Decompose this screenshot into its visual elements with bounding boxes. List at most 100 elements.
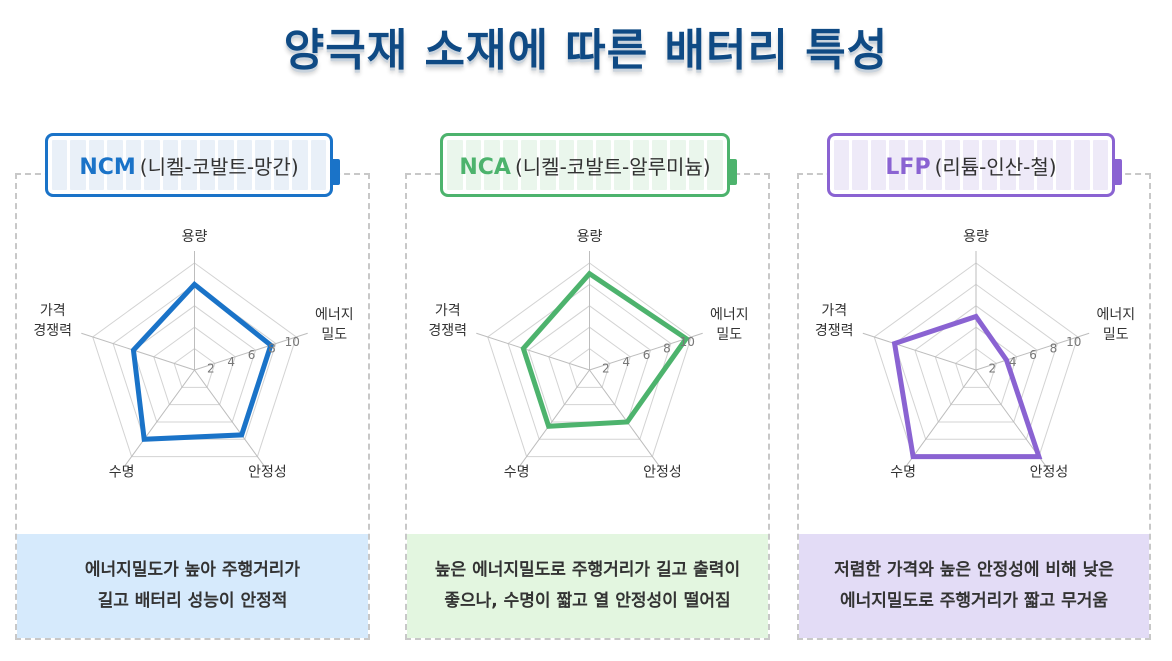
radar-tick-label: 10 [680,335,695,349]
battery-cell [144,140,160,190]
battery-cell [162,140,179,190]
radar-axis-line [476,332,590,371]
description-line: 좋으나, 수명이 짧고 열 안정성이 떨어짐 [444,591,731,611]
radar-tick-label: 4 [1009,355,1017,369]
radar-grid-ring [153,326,236,406]
battery-cell [465,140,482,190]
battery-cell [707,140,723,190]
material-name: (니켈-코발트-망간) [139,154,299,179]
material-code: LFP [885,154,931,180]
description-line: 길고 배터리 성능이 안정적 [97,591,288,611]
radar-tick-label: 8 [663,342,671,356]
radar-axis-label: 용량 [577,229,603,245]
battery-cells [447,140,723,190]
radar-axis-line [124,369,195,467]
radar-axis-label: 수명 [890,465,916,481]
battery-terminal [1115,159,1122,185]
battery-cell [1055,140,1072,190]
battery-cell [107,140,123,190]
battery-cell [218,140,234,190]
radar-axis-label: 수명 [504,465,530,481]
radar-tick-label: 4 [227,355,235,369]
battery-cell [577,140,593,190]
battery-cell [502,140,519,190]
radar-tick-label: 10 [285,335,300,349]
battery-cell [1018,140,1035,190]
battery-cell [484,140,500,190]
radar-tick-label: 10 [1066,335,1081,349]
battery-label: NCA(니켈-코발트-알루미늄) [459,151,710,180]
radar-grid-ring [955,347,997,388]
radar-axis-label: 안정성 [643,465,682,481]
radar-tick-label: 6 [643,348,651,362]
battery-cells [52,140,327,190]
radar-axis-label: 안정성 [248,465,287,481]
radar-tick-label: 8 [1050,342,1058,356]
battery-cell [52,140,68,190]
battery-cell [447,140,463,190]
battery-cell [125,140,142,190]
radar-tick-label: 2 [207,361,215,375]
battery-header-ncm: NCM(니켈-코발트-망간) [45,133,333,197]
radar-grid-ring [934,326,1018,406]
battery-cell [670,140,686,190]
radar-axis-label: 용량 [182,229,208,245]
radar-grid-ring [173,347,216,388]
description-line: 높은 에너지밀도로 주행거리가 길고 출력이 [434,560,741,580]
battery-cells [834,140,1109,190]
battery-cell [870,140,887,190]
radar-tick-label: 2 [989,361,997,375]
radar-grid-ring [894,283,1058,440]
radar-grid-ring [487,262,692,458]
battery-cell [273,140,290,190]
radar-axis-line [905,369,977,467]
radar-grid-ring [914,305,1038,423]
battery-terminal [730,159,737,185]
battery-cell [310,140,327,190]
radar-axis-line [862,332,977,371]
material-code: NCM [79,154,136,180]
battery-cell [889,140,905,190]
description-line: 에너지밀도로 주행거리가 짧고 무거움 [840,591,1108,611]
battery-cell [1000,140,1016,190]
battery-cell [236,140,253,190]
battery-cell [963,140,979,190]
page-title: 양극재 소재에 따른 배터리 특성 [283,25,889,76]
battery-cell [70,140,86,190]
radar-axis-label: 수명 [109,465,135,481]
radar-axis-line [194,332,308,371]
material-code: NCA [459,154,511,180]
battery-cell [558,140,575,190]
battery-cell [852,140,868,190]
radar-grid-ring [568,347,611,388]
battery-cell [199,140,216,190]
battery-cell [632,140,649,190]
radar-series [520,270,690,429]
battery-header-lfp: LFP(리튬-인산-철) [827,133,1115,197]
battery-terminal [333,159,340,185]
battery-cell [907,140,924,190]
battery-cell [926,140,942,190]
battery-cell [688,140,705,190]
radar-series [891,313,1043,460]
battery-cell [292,140,308,190]
battery-cell [521,140,537,190]
battery-cell [944,140,961,190]
battery-cell [255,140,271,190]
battery-cell [1037,140,1053,190]
radar-grid-ring [92,262,297,458]
battery-cell [614,140,630,190]
material-name: (리튬-인산-철) [934,154,1057,179]
battery-cell [1092,140,1109,190]
battery-cell [181,140,197,190]
